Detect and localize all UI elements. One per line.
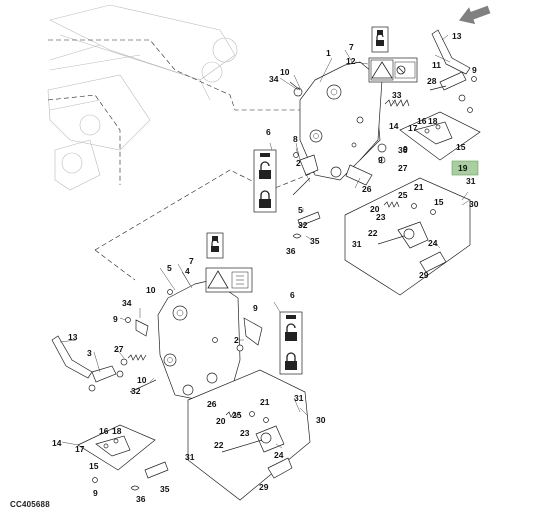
callout: 9 [253,303,258,313]
upper-warning-decal [368,57,418,83]
callout: 9 [93,488,98,498]
callout: 24 [274,450,284,460]
callout: 2 [296,158,301,168]
callout: 20 [370,204,380,214]
callout: 22 [368,228,378,238]
callout: 10 [280,67,290,77]
callout: 29 [419,270,429,280]
callout: 24 [428,238,438,248]
callout: 36 [286,246,296,256]
callout: 23 [376,212,386,222]
highlight-label: 19 [458,163,468,173]
callout: 2 [234,335,239,345]
callout: 9 [378,155,383,165]
callout: 34 [122,298,132,308]
lower-warning-decal [205,267,253,293]
upper-assembly [289,29,481,296]
callout: 17 [75,444,85,454]
callout: 16 [99,426,109,436]
lower-labels: 7 5 4 10 34 9 13 3 27 9 6 2 10 32 26 20 … [52,256,326,504]
callout: 15 [456,142,466,152]
callout: 21 [260,397,270,407]
callout: 14 [52,438,62,448]
callout: 22 [214,440,224,450]
callout: 8 [293,134,298,144]
callout: 27 [398,163,408,173]
callout: 32 [298,220,308,230]
callout: 14 [389,121,399,131]
callout: 32 [131,386,141,396]
callout: 31 [466,176,476,186]
callout: 17 [408,123,418,133]
lower-assembly [51,279,311,501]
callout: 30 [316,415,326,425]
callout: 35 [310,236,320,246]
callout: 36 [136,494,146,504]
callout: 10 [146,285,156,295]
callout: 20 [216,416,226,426]
callout: 10 [137,375,147,385]
callout: 7 [189,256,194,266]
callout: 27 [114,344,124,354]
callout: 29 [259,482,269,492]
callout: 26 [207,399,217,409]
lower-lock-unlock-decal [279,311,303,375]
callout: 25 [398,190,408,200]
diagram-code: CC405688 [10,500,50,509]
callout: 16 [417,116,427,126]
callout: 18 [428,116,438,126]
callout: 13 [452,31,462,41]
callout: 31 [294,393,304,403]
callout: 23 [240,428,250,438]
callout: 34 [269,74,279,84]
callout: 15 [89,461,99,471]
callout: 35 [160,484,170,494]
callout: 28 [427,76,437,86]
highlight-part-19[interactable] [451,160,479,176]
callout: 9 [113,314,118,324]
callout: 9 [472,65,477,75]
callout: 18 [112,426,122,436]
callout: 4 [185,266,190,276]
callout: 7 [349,42,354,52]
upper-lock-decal [371,26,389,53]
callout: 36 [398,145,408,155]
callout: 15 [434,197,444,207]
callout: 25 [232,410,242,420]
callout: 31 [185,452,195,462]
callout: 6 [266,127,271,137]
callout: 13 [68,332,78,342]
callout: 31 [352,239,362,249]
callout: 5 [167,263,172,273]
callout: 26 [362,184,372,194]
callout: 9 [403,144,408,154]
callout: 21 [414,182,424,192]
upper-lock-unlock-decal [253,149,277,213]
upper-labels: 1 7 12 34 10 28 11 13 9 33 6 8 2 16 18 1… [266,31,479,280]
callout: 6 [290,290,295,300]
callout: 30 [469,199,479,209]
callout: 3 [87,348,92,358]
callout: 12 [346,56,356,66]
callout: 5 [298,205,303,215]
callout: 33 [392,90,402,100]
callout: 1 [326,48,331,58]
callout: 11 [432,60,441,70]
loader-frame-sketch [47,4,238,191]
nav-arrow-icon[interactable] [456,4,492,26]
lower-lock-decal [206,232,224,259]
